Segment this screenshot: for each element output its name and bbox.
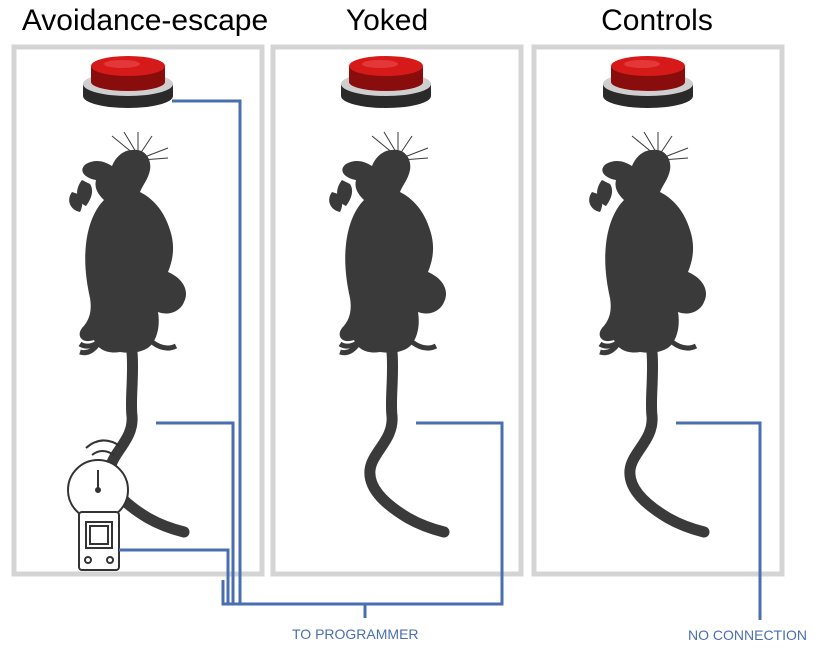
panel-title-yoked: Yoked	[345, 4, 429, 37]
panel-box-yoked	[270, 44, 524, 577]
rat-yoked	[329, 132, 446, 532]
response-button-avoidance	[83, 56, 173, 108]
panel-box-avoidance-escape	[11, 44, 265, 577]
response-button-yoked	[341, 56, 431, 108]
panel-box-controls	[531, 44, 785, 577]
label-no-connection: NO CONNECTION	[688, 627, 807, 643]
bell-icon	[67, 439, 129, 571]
response-button-controls	[603, 56, 693, 108]
rat-controls	[589, 132, 706, 532]
panel-title-controls: Controls	[601, 4, 713, 37]
wiring	[119, 99, 762, 620]
label-to-programmer: TO PROGRAMMER	[292, 626, 419, 642]
panel-title-avoidance-escape: Avoidance-escape	[21, 4, 269, 37]
